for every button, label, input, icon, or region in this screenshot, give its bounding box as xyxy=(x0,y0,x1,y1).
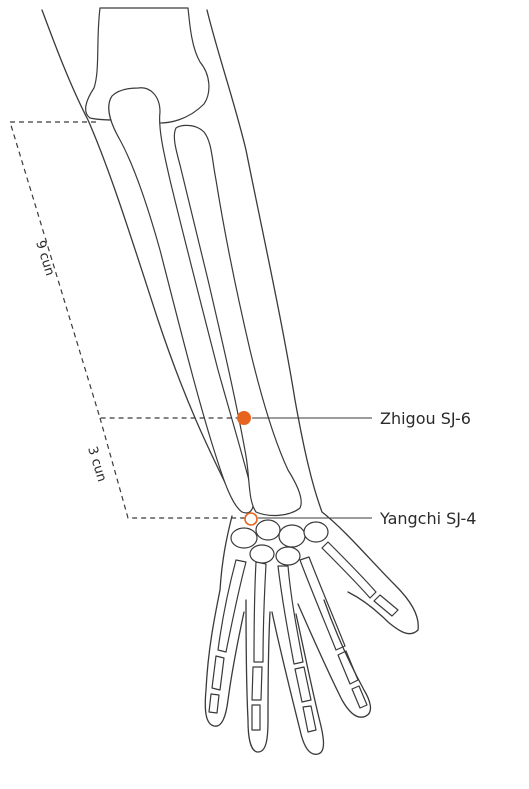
carpal-bones xyxy=(231,520,328,565)
yangchi-label: Yangchi SJ-4 xyxy=(379,509,476,528)
zhigou-label: Zhigou SJ-6 xyxy=(380,409,471,428)
lower-measure-label: 3 cun xyxy=(84,445,109,484)
zhigou-point-marker[interactable] xyxy=(238,412,251,425)
yangchi-point-marker[interactable] xyxy=(245,513,257,525)
upper-measure-label: 9 cun xyxy=(32,239,57,278)
